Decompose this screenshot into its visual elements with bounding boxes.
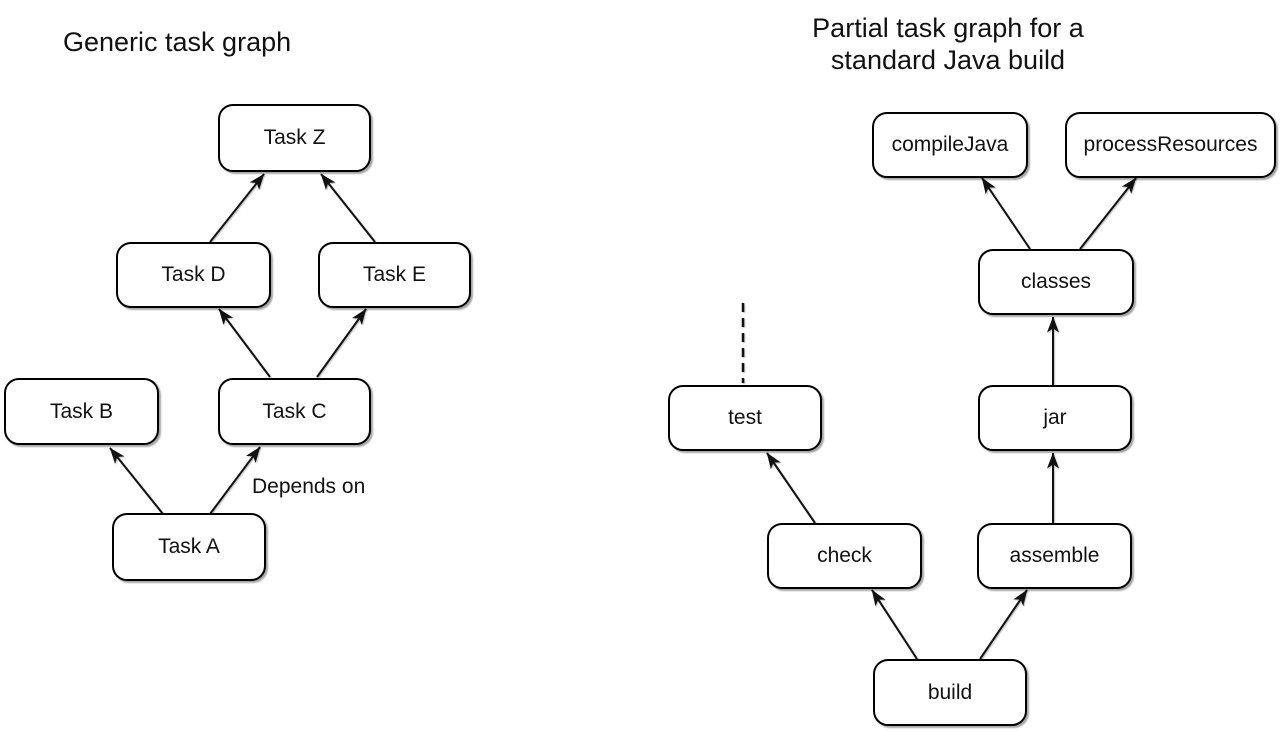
node-compilejava: compileJava <box>872 112 1028 178</box>
node-processresources: processResources <box>1065 112 1276 178</box>
node-task-b: Task B <box>4 378 159 445</box>
edge-build-to-assemble <box>979 589 1028 660</box>
edge-build-to-check <box>871 589 918 660</box>
edge-check-to-test <box>766 452 816 524</box>
node-jar: jar <box>978 385 1132 451</box>
node-task-d: Task D <box>116 242 271 308</box>
edge-task-a-to-task-b <box>109 447 164 515</box>
node-build: build <box>873 659 1027 726</box>
node-task-a: Task A <box>112 513 266 581</box>
edge-classes-to-compilejava <box>981 177 1031 250</box>
node-classes: classes <box>978 249 1134 315</box>
node-test: test <box>668 385 822 451</box>
edge-task-d-to-task-z <box>209 173 265 243</box>
edge-task-a-to-task-c <box>209 446 261 515</box>
edge-task-c-to-task-d <box>218 308 271 378</box>
node-task-e: Task E <box>318 242 471 308</box>
depends-on-annotation: Depends on <box>252 475 366 498</box>
node-task-c: Task C <box>218 378 371 445</box>
node-check: check <box>767 523 922 589</box>
node-task-z: Task Z <box>218 104 371 172</box>
edge-task-c-to-task-e <box>316 308 367 378</box>
edge-classes-to-processresources <box>1079 177 1137 250</box>
node-assemble: assemble <box>977 523 1132 589</box>
left-graph-title: Generic task graph <box>63 27 292 57</box>
right-graph-title-line2: standard Java build <box>830 45 1066 75</box>
right-graph-title-line1: Partial task graph for a <box>812 13 1084 43</box>
edge-task-e-to-task-z <box>320 173 376 243</box>
right-graph-title: Partial task graph for a standard Java b… <box>773 12 1123 76</box>
